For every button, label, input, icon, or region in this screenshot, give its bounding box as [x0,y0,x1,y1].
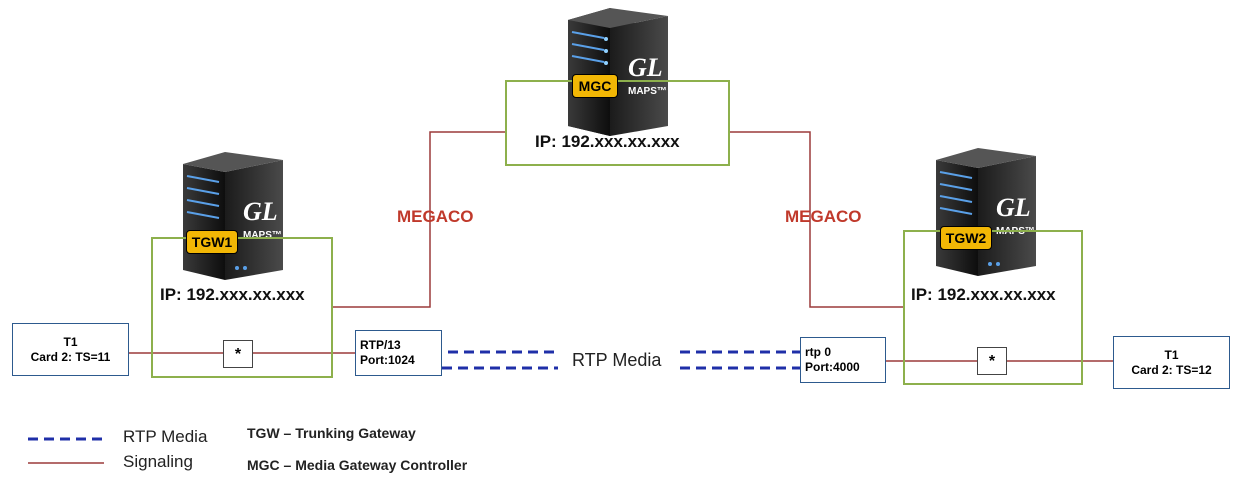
legend-mgc-definition: MGC – Media Gateway Controller [247,457,468,473]
tgw1-ip-label: IP: 192.xxx.xx.xxx [160,285,305,304]
right-rtp-box: rtp 0 Port:4000 [800,337,886,383]
left-rtp-codec: RTP/13 [360,338,401,352]
right-rtp-port: Port:4000 [805,360,860,374]
mgc-logo-sub: MAPS™ [628,86,667,97]
left-t1-title: T1 [63,334,78,349]
left-star-junction: * [223,340,253,368]
legend-rtp-media-text: RTP Media [123,427,208,446]
right-t1-title: T1 [1164,347,1179,362]
left-t1-card: Card 2: TS=11 [30,349,111,364]
mgc-logo-main: GL [628,53,663,82]
right-star-junction: * [977,347,1007,375]
tgw1-logo-sub: MAPS™ [243,230,282,241]
mgc-ip-label: IP: 192.xxx.xx.xxx [535,132,680,151]
tgw2-tag: TGW2 [940,226,992,250]
left-rtp-port: Port:1024 [360,353,415,367]
tgw2-ip-label: IP: 192.xxx.xx.xxx [911,285,1056,304]
tgw1-tag: TGW1 [186,230,238,254]
megaco-left-label: MEGACO [397,207,474,226]
tgw1-logo-main: GL [243,197,278,226]
rtp-media-label: RTP Media [572,350,662,370]
right-t1-card: Card 2: TS=12 [1131,362,1212,377]
legend-tgw-definition: TGW – Trunking Gateway [247,425,416,441]
signaling-line-mgc-tgw1 [333,131,505,308]
right-t1-box: T1 Card 2: TS=12 [1113,336,1230,389]
left-t1-box: T1 Card 2: TS=11 [12,323,129,376]
legend-signaling-text: Signaling [123,452,193,471]
tgw2-node-box [903,230,1083,385]
right-rtp-codec: rtp 0 [805,345,832,359]
tgw1-node-box [151,237,333,378]
left-rtp-box: RTP/13 Port:1024 [355,330,442,376]
signaling-line-mgc-tgw2 [730,131,903,308]
tgw2-logo-main: GL [996,193,1031,222]
mgc-tag: MGC [572,74,618,98]
megaco-right-label: MEGACO [785,207,862,226]
